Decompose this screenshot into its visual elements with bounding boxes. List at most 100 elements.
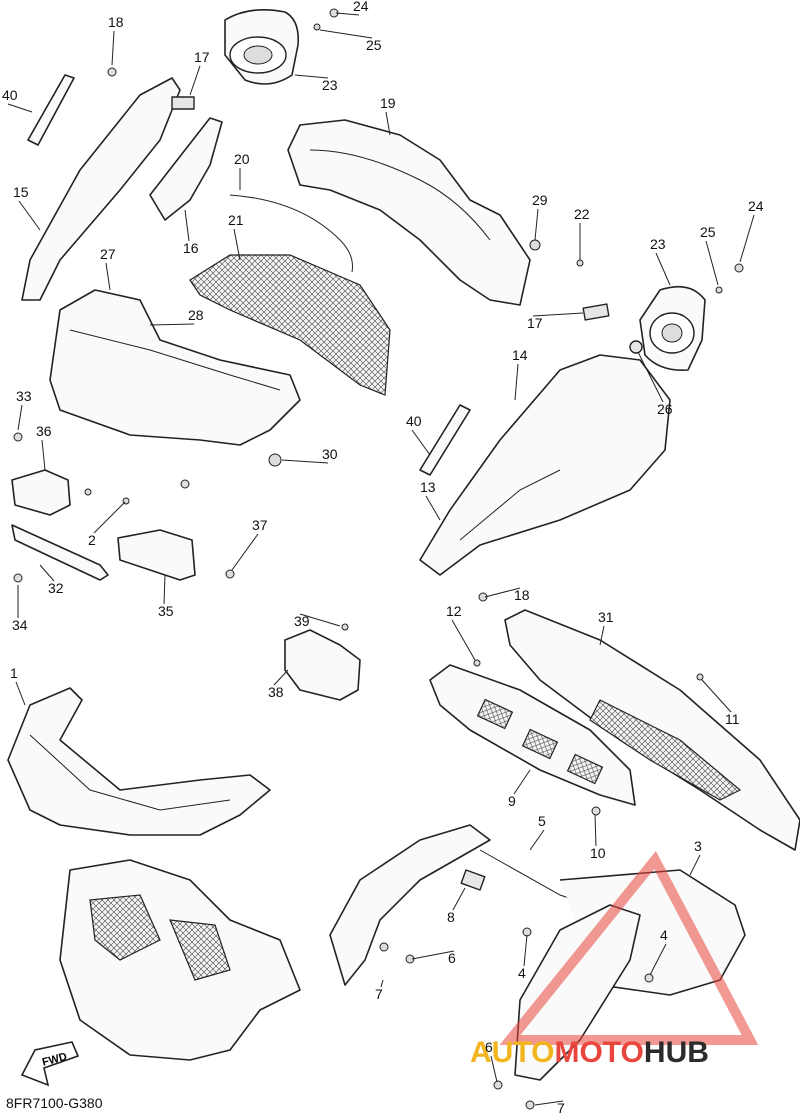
callout-6: 6 xyxy=(448,950,456,966)
svg-text:AUTOMOTOHUB: AUTOMOTOHUB xyxy=(470,1036,709,1069)
leader-31 xyxy=(599,625,605,646)
leader-37 xyxy=(231,533,259,571)
callout-27: 27 xyxy=(100,246,116,262)
callout-29: 29 xyxy=(532,192,548,208)
callout-26: 26 xyxy=(657,401,673,417)
callout-8: 8 xyxy=(447,909,455,925)
leader-33 xyxy=(17,404,23,431)
watermark-logo: AUTOMOTOHUB xyxy=(470,850,759,1069)
leader-26 xyxy=(637,351,664,403)
leader-40 xyxy=(411,429,431,456)
leader-2 xyxy=(93,501,126,534)
leader-23 xyxy=(294,74,329,79)
part-8-block xyxy=(460,869,486,891)
callout-23: 23 xyxy=(322,77,338,93)
part-38-cover xyxy=(284,629,361,701)
part-26-nut xyxy=(629,340,643,354)
leader-25 xyxy=(319,29,373,39)
watermark-hub: HUB xyxy=(644,1036,709,1069)
leader-lines xyxy=(7,12,755,1106)
leader-7 xyxy=(534,1100,564,1106)
callout-4: 4 xyxy=(660,927,668,943)
callout-15: 15 xyxy=(13,184,29,200)
leader-18 xyxy=(484,587,521,598)
callout-3: 3 xyxy=(694,838,702,854)
callout-5: 5 xyxy=(538,813,546,829)
callout-36: 36 xyxy=(36,423,52,439)
part-5-lower-cover xyxy=(329,824,491,986)
part-17-pad-right xyxy=(582,303,610,321)
callout-19: 19 xyxy=(380,95,396,111)
callout-21: 21 xyxy=(228,212,244,228)
leader-39 xyxy=(299,613,341,627)
part-19-upper-housing xyxy=(287,119,531,306)
diagram-code: 8FR7100-G380 xyxy=(6,1095,103,1111)
part-20-seal xyxy=(229,194,353,273)
callout-13: 13 xyxy=(420,479,436,495)
leader-6 xyxy=(411,950,455,960)
callout-14: 14 xyxy=(512,347,528,363)
part-40-strip-right xyxy=(419,404,471,476)
callout-2: 2 xyxy=(88,532,96,548)
frame-section xyxy=(59,859,301,1061)
part-23-right-cap xyxy=(639,285,706,372)
callout-9: 9 xyxy=(508,793,516,809)
leader-25 xyxy=(705,240,719,286)
leader-36 xyxy=(41,439,46,471)
callout-24: 24 xyxy=(353,0,369,14)
leader-6 xyxy=(490,1055,498,1083)
callout-35: 35 xyxy=(158,603,174,619)
callout-4: 4 xyxy=(518,965,526,981)
leader-9 xyxy=(513,769,531,795)
part-23-top-cap xyxy=(224,9,300,85)
leader-35 xyxy=(163,574,166,605)
leader-28 xyxy=(149,323,195,326)
callout-23: 23 xyxy=(650,236,666,252)
leader-27 xyxy=(105,262,111,291)
callout-17: 17 xyxy=(194,49,210,65)
leader-4 xyxy=(649,943,667,976)
watermark-moto: MOTO xyxy=(554,1036,643,1069)
watermark-triangle xyxy=(499,850,759,1045)
leader-24 xyxy=(739,214,755,263)
callout-7: 7 xyxy=(375,986,383,1002)
leader-5 xyxy=(529,829,545,851)
callout-33: 33 xyxy=(16,388,32,404)
callout-22: 22 xyxy=(574,206,590,222)
callout-25: 25 xyxy=(366,37,382,53)
leader-23 xyxy=(655,252,671,286)
fasteners xyxy=(13,8,744,1110)
part-1-lower-cowl xyxy=(7,687,271,836)
callout-31: 31 xyxy=(598,609,614,625)
callout-37: 37 xyxy=(252,517,268,533)
leader-10 xyxy=(594,814,597,847)
callout-1: 1 xyxy=(10,665,18,681)
callout-30: 30 xyxy=(322,446,338,462)
callout-17: 17 xyxy=(527,315,543,331)
callout-6: 6 xyxy=(485,1039,493,1055)
leader-8 xyxy=(452,887,466,911)
leader-19 xyxy=(385,111,391,136)
leader-11 xyxy=(701,679,732,713)
part-15-side-panel xyxy=(21,77,181,301)
callout-10: 10 xyxy=(590,845,606,861)
callout-38: 38 xyxy=(268,684,284,700)
part-shapes xyxy=(7,8,800,1110)
part-40-strip xyxy=(27,74,75,146)
callout-18: 18 xyxy=(514,587,530,603)
callout-12: 12 xyxy=(446,603,462,619)
leader-1 xyxy=(15,681,26,706)
leader-17 xyxy=(189,65,201,96)
leader-13 xyxy=(425,495,441,521)
callout-39: 39 xyxy=(294,613,310,629)
part-32-stay xyxy=(11,524,109,581)
callout-40: 40 xyxy=(406,413,422,429)
leader-24 xyxy=(335,12,360,16)
leader-29 xyxy=(534,208,539,241)
fwd-arrow: FWD xyxy=(20,1041,80,1087)
leader-21 xyxy=(233,228,241,261)
callout-18: 18 xyxy=(108,14,124,30)
leader-4 xyxy=(523,934,528,967)
part-21-mesh-bracket xyxy=(189,254,391,396)
